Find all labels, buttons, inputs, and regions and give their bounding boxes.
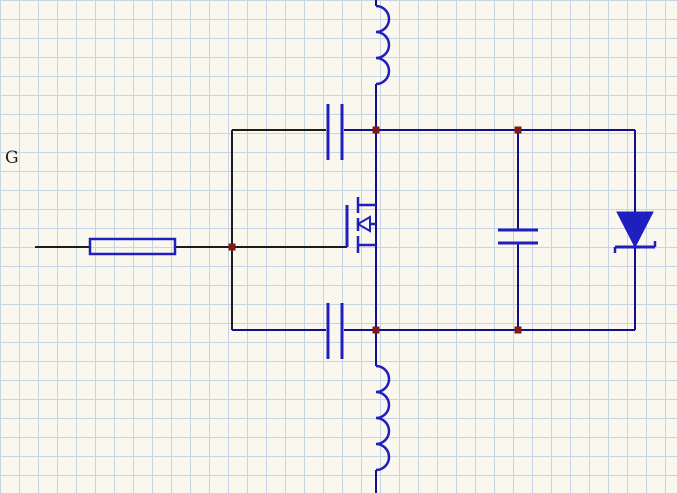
capacitor-top bbox=[326, 104, 344, 160]
resistor bbox=[88, 237, 177, 256]
inductor-top bbox=[375, 4, 391, 86]
zener-diode bbox=[613, 211, 657, 253]
inductor-bottom bbox=[375, 364, 391, 472]
capacitor-bottom bbox=[326, 303, 344, 359]
capacitor-right bbox=[498, 228, 538, 245]
gate-terminal-label: G bbox=[5, 148, 19, 168]
mosfet-arrow-icon bbox=[356, 215, 371, 233]
gate-network-wires bbox=[35, 129, 347, 330]
mosfet bbox=[345, 197, 376, 253]
junction-dots bbox=[228, 126, 522, 334]
